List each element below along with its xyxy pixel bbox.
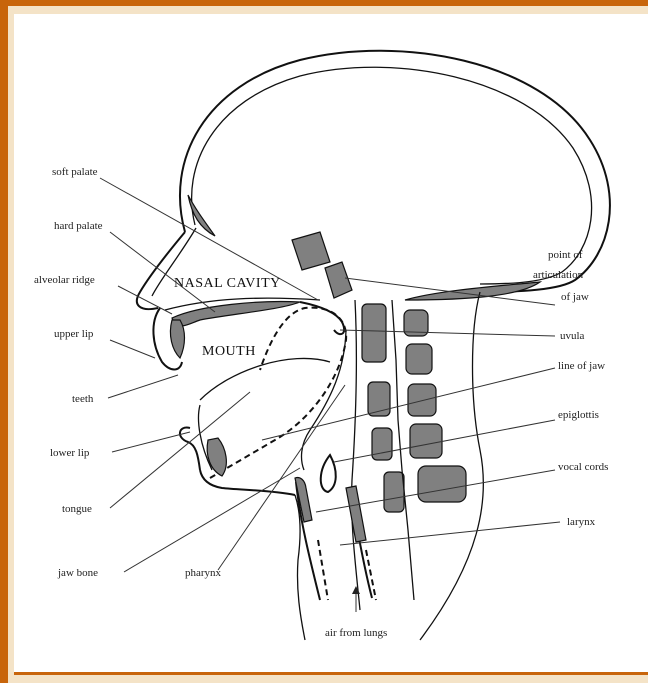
label-jaw-bone: jaw bone — [57, 567, 98, 579]
label-point-of-articulation-1: point of — [548, 249, 583, 261]
skull-inner — [192, 67, 592, 284]
label-pharynx: pharynx — [185, 567, 222, 579]
tongue-leader — [110, 392, 250, 508]
vertebra-1 — [362, 304, 386, 362]
vertebra-4 — [384, 472, 404, 512]
hard-palate-bone — [172, 302, 300, 326]
label-tongue: tongue — [62, 503, 92, 515]
sphenoid-shading-1 — [292, 232, 330, 270]
chin-outline — [200, 470, 295, 495]
skull-outer — [180, 51, 610, 292]
label-teeth: teeth — [72, 393, 94, 405]
line-of-jaw-leader — [262, 368, 555, 440]
trachea-ring-back — [346, 486, 366, 542]
tongue-dashed-outline — [210, 308, 346, 478]
lower-teeth-shading — [207, 438, 226, 476]
trachea-dashes-front — [318, 540, 328, 600]
larynx-leader — [340, 522, 560, 545]
vertebral-process-3 — [408, 384, 436, 416]
label-mouth: MOUTH — [202, 344, 256, 359]
label-alveolar-ridge: alveolar ridge — [34, 274, 95, 286]
skull-base-shading — [405, 282, 540, 300]
vertebral-process-2 — [406, 344, 432, 374]
epiglottis-shape — [321, 455, 336, 492]
label-point-of-articulation-3: of jaw — [561, 291, 589, 303]
upper-lip-leader — [110, 340, 155, 358]
label-nasal-cavity: NASAL CAVITY — [174, 276, 281, 291]
epiglottis-leader — [334, 420, 555, 462]
pharynx-back-wall — [352, 300, 360, 610]
label-larynx: larynx — [567, 516, 596, 528]
pharynx-front-wall — [302, 330, 346, 470]
label-hard-palate: hard palate — [54, 220, 103, 232]
label-uvula: uvula — [560, 330, 585, 342]
label-epiglottis: epiglottis — [558, 409, 599, 421]
label-soft-palate: soft palate — [52, 166, 98, 178]
sphenoid-shading-2 — [325, 262, 352, 298]
label-upper-lip: upper lip — [54, 328, 94, 340]
pharynx-leader — [218, 385, 345, 570]
upper-teeth-shading — [170, 320, 184, 358]
vertebral-process-5 — [418, 466, 466, 502]
tongue-surface — [200, 358, 330, 400]
jaw-bone-leader — [124, 468, 300, 572]
label-lower-lip: lower lip — [50, 447, 90, 459]
label-air-from-lungs: air from lungs — [325, 627, 387, 639]
label-line-of-jaw: line of jaw — [558, 360, 605, 372]
label-vocal-cords: vocal cords — [558, 461, 608, 473]
lower-lip-leader — [112, 432, 190, 452]
label-point-of-articulation-2: articulation — [533, 269, 584, 281]
teeth-leader — [108, 375, 178, 398]
vertebra-3 — [372, 428, 392, 460]
vertebral-process-4 — [410, 424, 442, 458]
hard-palate-leader — [110, 232, 215, 312]
air-flow-arrowhead — [352, 586, 360, 594]
